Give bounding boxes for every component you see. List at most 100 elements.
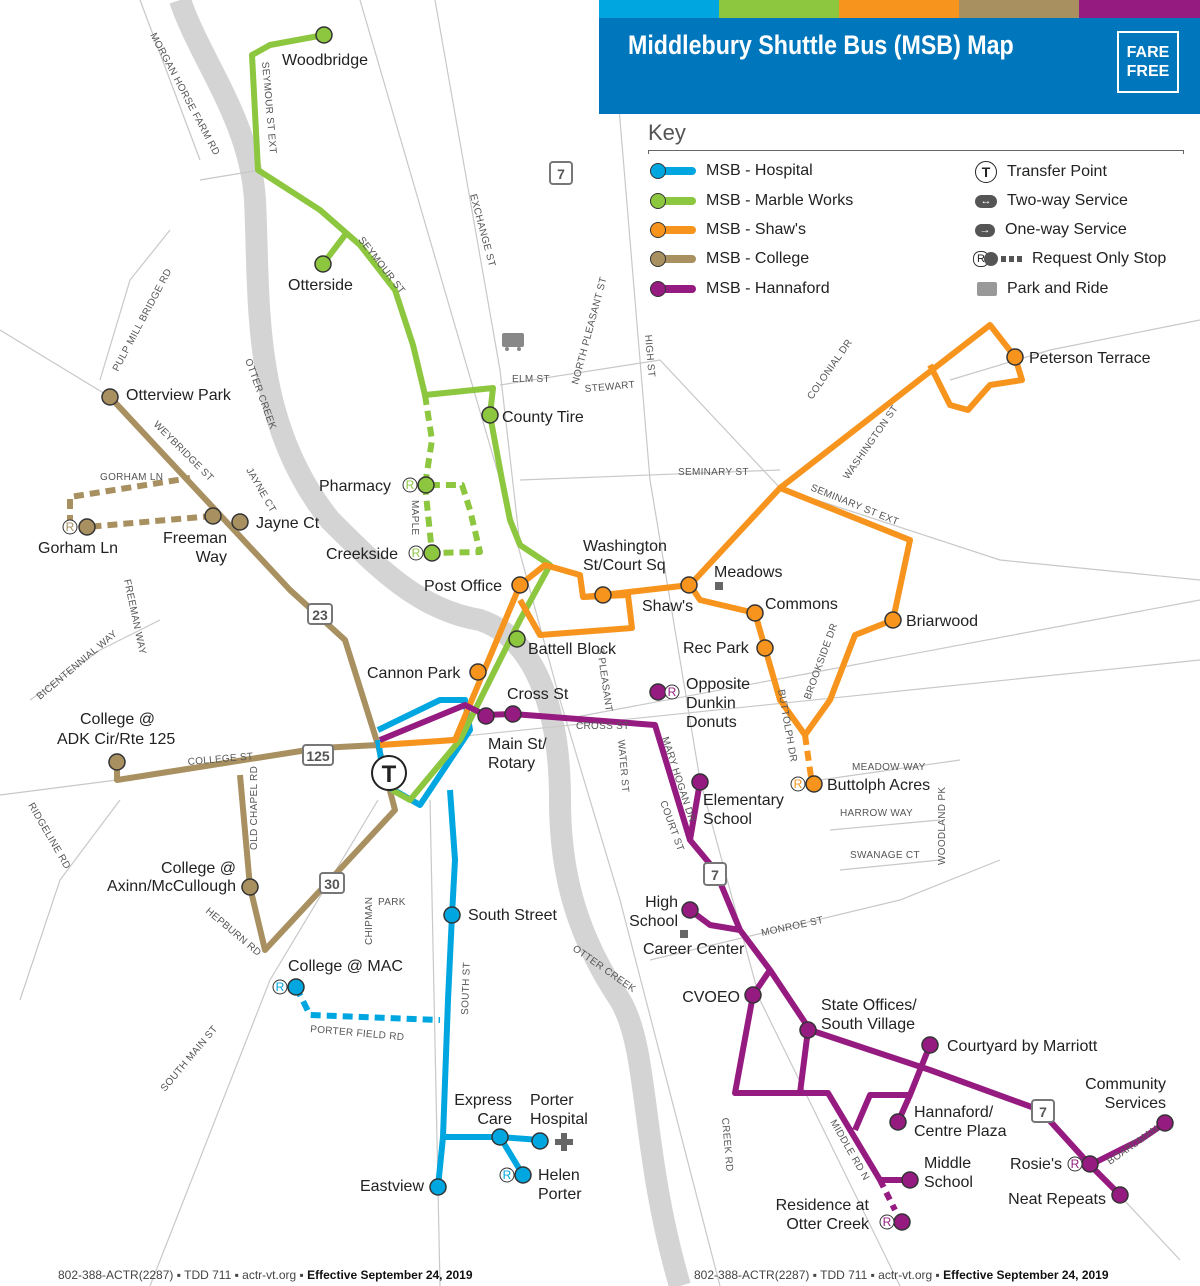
stop-express-care[interactable] <box>491 1128 509 1146</box>
stop-commons[interactable] <box>746 604 764 622</box>
stop-post-office[interactable] <box>511 576 529 594</box>
svg-text:BICENTENNIAL WAY: BICENTENNIAL WAY <box>35 629 120 703</box>
svg-text:Hospital: Hospital <box>530 1111 588 1128</box>
stop-high-school[interactable] <box>681 901 699 919</box>
svg-text:County Tire: County Tire <box>502 409 584 426</box>
stop-washington-st[interactable] <box>594 586 612 604</box>
svg-text:PULP MILL BRIDGE RD: PULP MILL BRIDGE RD <box>111 267 175 373</box>
svg-text:R: R <box>406 478 415 492</box>
request-only-icon: R <box>664 684 680 700</box>
stop-battell-block[interactable] <box>508 630 526 648</box>
svg-text:OLD CHAPEL RD: OLD CHAPEL RD <box>249 766 260 850</box>
stop-creekside[interactable] <box>423 544 441 562</box>
svg-text:Opposite: Opposite <box>686 676 750 693</box>
stop-pharmacy[interactable] <box>417 476 435 494</box>
svg-text:High: High <box>645 894 678 911</box>
stop-dunkin[interactable] <box>649 683 667 701</box>
stop-peterson-terrace[interactable] <box>1006 348 1024 366</box>
request-stop-badges: R R R R R R R R R <box>62 477 1083 1230</box>
stop-freeman-way[interactable] <box>204 507 222 525</box>
stop-south-street[interactable] <box>443 906 461 924</box>
us-route-7-shield: 7 <box>703 862 727 886</box>
stop-neat-repeats[interactable] <box>1111 1186 1129 1204</box>
footer-web[interactable]: actr-vt.org <box>242 1268 297 1282</box>
stop-woodbridge[interactable] <box>315 26 333 44</box>
svg-text:CVOEO: CVOEO <box>682 989 740 1006</box>
key-route-hannaford: MSB - Hannaford <box>650 280 830 298</box>
stop-jayne-ct[interactable] <box>231 513 249 531</box>
request-only-icon: R <box>402 477 418 493</box>
stop-cvoeo[interactable] <box>744 986 762 1004</box>
svg-text:Jayne Ct: Jayne Ct <box>256 515 320 532</box>
svg-text:Way: Way <box>196 549 227 566</box>
svg-text:Express: Express <box>454 1092 512 1109</box>
svg-text:Post Office: Post Office <box>424 578 502 595</box>
hannaford-line-icon <box>650 281 696 297</box>
stop-briarwood[interactable] <box>884 611 902 629</box>
transfer-point-icon[interactable]: T <box>371 755 407 791</box>
color-bar-hannaford <box>1079 0 1200 18</box>
svg-text:Residence at: Residence at <box>776 1197 870 1214</box>
stop-courtyard[interactable] <box>921 1036 939 1054</box>
stop-adk[interactable] <box>108 753 126 771</box>
stop-eastview[interactable] <box>429 1178 447 1196</box>
stop-hannaford[interactable] <box>889 1113 907 1131</box>
stop-axinn[interactable] <box>241 878 259 896</box>
stop-middle-school[interactable] <box>901 1171 919 1189</box>
svg-text:Elementary: Elementary <box>703 792 784 809</box>
svg-text:R: R <box>276 980 285 994</box>
svg-text:MAPLE: MAPLE <box>409 500 420 535</box>
key-divider <box>648 150 1184 154</box>
svg-text:Freeman: Freeman <box>163 530 227 547</box>
stop-elementary[interactable] <box>691 773 709 791</box>
svg-text:College @: College @ <box>161 860 236 877</box>
stop-cannon-park[interactable] <box>469 663 487 681</box>
stop-county-tire[interactable] <box>481 406 499 424</box>
stop-helen-porter[interactable] <box>514 1166 532 1184</box>
stop-community-services[interactable] <box>1156 1114 1174 1132</box>
stop-residence[interactable] <box>893 1213 911 1231</box>
request-only-icon: R <box>790 776 806 792</box>
stop-state-offices[interactable] <box>799 1021 817 1039</box>
stop-buttolph-acres[interactable] <box>805 775 823 793</box>
stop-gorham-ln[interactable] <box>78 518 96 536</box>
svg-text:COLONIAL DR: COLONIAL DR <box>805 337 855 401</box>
svg-text:Creekside: Creekside <box>326 546 398 563</box>
fare-line-2: FREE <box>1126 63 1170 80</box>
stop-otterview-park[interactable] <box>101 388 119 406</box>
svg-text:HARROW WAY: HARROW WAY <box>840 808 913 819</box>
fare-line-1: FARE <box>1126 44 1170 61</box>
svg-text:Centre Plaza: Centre Plaza <box>914 1123 1007 1140</box>
stop-rec-park[interactable] <box>756 639 774 657</box>
stop-mac[interactable] <box>287 978 305 996</box>
footer-tdd: TDD 711 <box>820 1268 868 1282</box>
svg-text:Care: Care <box>477 1111 512 1128</box>
svg-text:CREEK RD: CREEK RD <box>719 1117 735 1172</box>
svg-text:EXCHANGE ST: EXCHANGE ST <box>467 193 497 268</box>
hospital-line-icon <box>650 163 696 179</box>
svg-text:School: School <box>924 1174 973 1191</box>
route-125-shield: 125 <box>302 744 334 766</box>
stop-main-st[interactable] <box>477 707 495 725</box>
footer-web[interactable]: actr-vt.org <box>878 1268 933 1282</box>
svg-text:College @ MAC: College @ MAC <box>288 958 403 975</box>
request-only-icon: R <box>408 545 424 561</box>
key-route-college: MSB - College <box>650 250 809 268</box>
stop-rosies[interactable] <box>1081 1155 1099 1173</box>
svg-text:Rec Park: Rec Park <box>683 640 750 657</box>
stop-otterside[interactable] <box>314 255 332 273</box>
svg-text:FREEMAN WAY: FREEMAN WAY <box>121 578 148 655</box>
stop-cross-st[interactable] <box>504 705 522 723</box>
stops[interactable] <box>78 26 1174 1231</box>
svg-text:Neat Repeats: Neat Repeats <box>1008 1191 1106 1208</box>
color-bar-college <box>959 0 1080 18</box>
stop-shaws[interactable] <box>680 576 698 594</box>
svg-text:Otterview Park: Otterview Park <box>126 387 232 404</box>
svg-text:HIGH ST: HIGH ST <box>642 334 657 377</box>
svg-text:School: School <box>703 811 752 828</box>
svg-text:23: 23 <box>312 607 328 623</box>
stop-porter-hospital[interactable] <box>531 1132 549 1150</box>
svg-text:WATER ST: WATER ST <box>615 739 631 793</box>
park-and-ride-icon <box>977 282 997 296</box>
